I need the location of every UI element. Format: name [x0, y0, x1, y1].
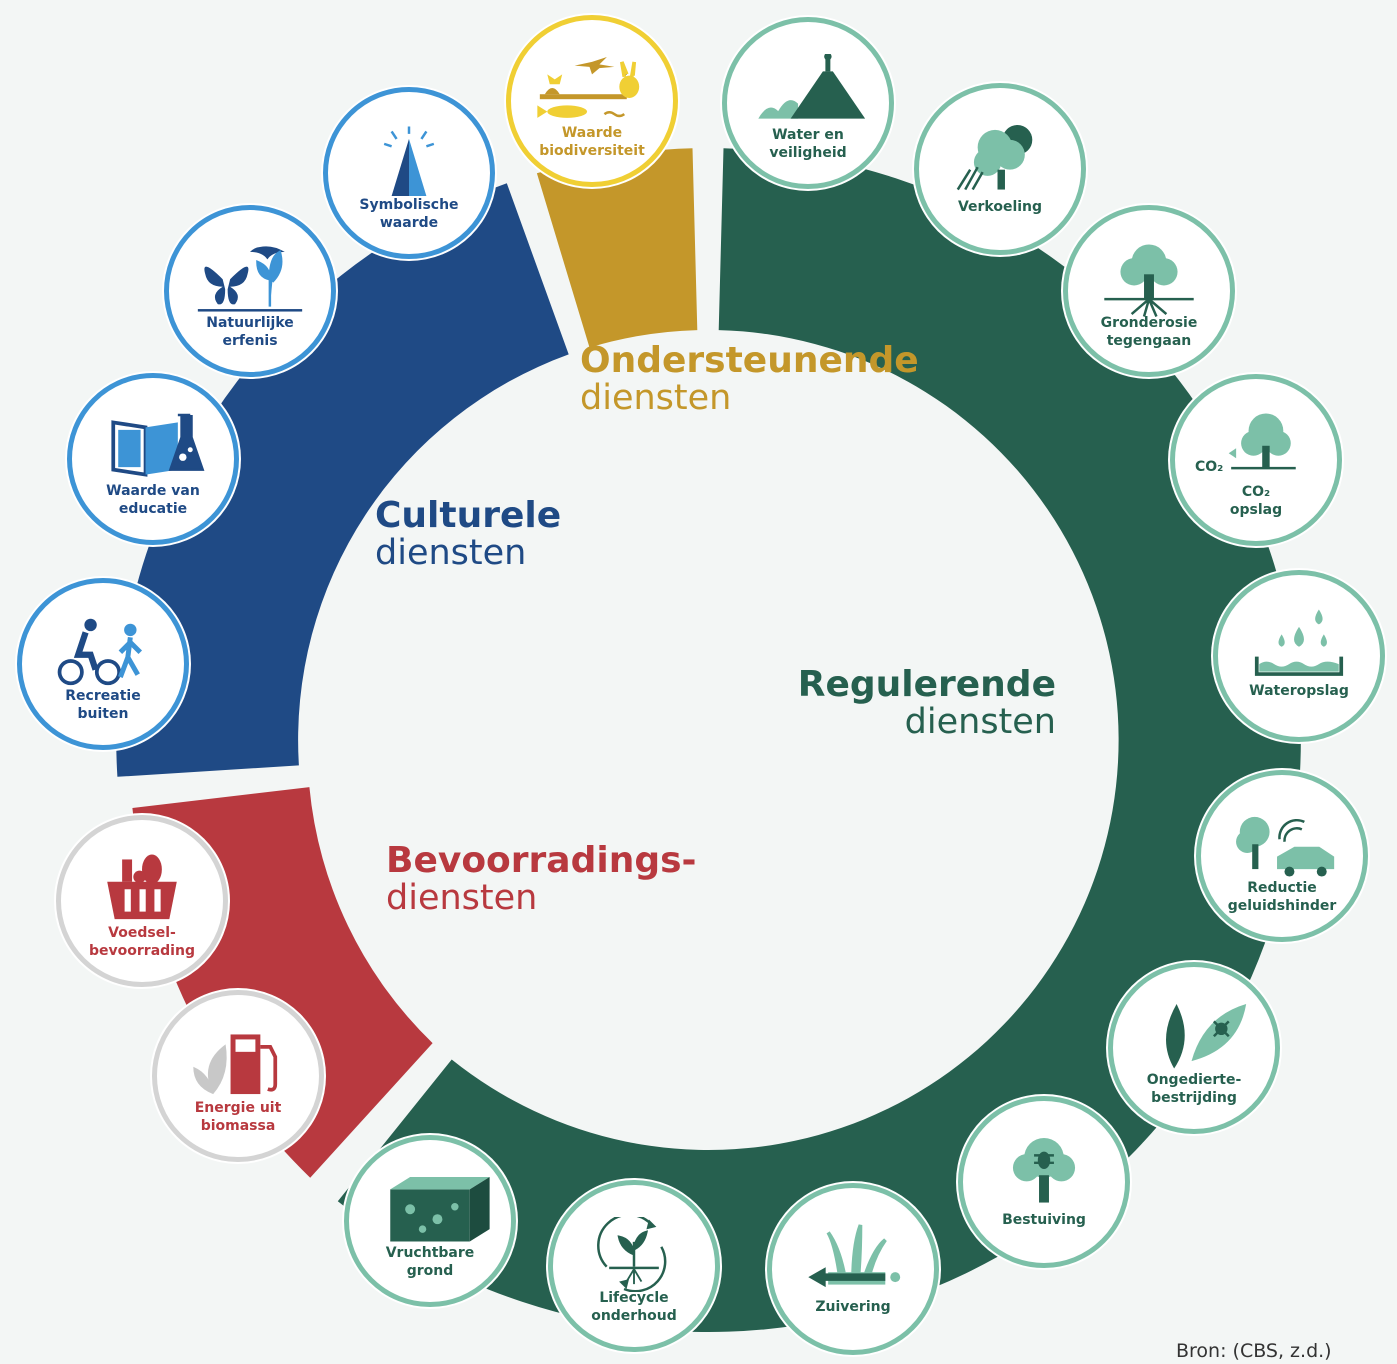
tree-bee-icon — [963, 1133, 1125, 1208]
service-waarde-van-educatie: Waarde van educatie — [67, 373, 239, 545]
food-basket-icon — [61, 852, 223, 927]
service-verkoeling: Verkoeling — [914, 83, 1086, 255]
plant-cycle-icon — [553, 1217, 715, 1292]
co2-text: CO₂ — [1195, 459, 1224, 475]
service-waarde-biodiversiteit: Waarde biodiversiteit — [506, 15, 678, 187]
category-label-regulating: Regulerende diensten — [797, 664, 1056, 742]
service-water-en-veiligheid: Water en veiligheid — [722, 17, 894, 189]
light-beacon-icon — [328, 124, 490, 199]
cyclist-walker-icon — [22, 615, 184, 690]
ring-segment-supporting — [536, 148, 698, 348]
tree-roots-icon — [1068, 242, 1230, 317]
leaf-bug-icon — [1113, 999, 1275, 1074]
wildlife-icon — [511, 52, 673, 127]
ring-segment-regulating — [337, 148, 1301, 1333]
fuel-pump-leaf-icon — [157, 1027, 319, 1102]
service-co2-opslag: CO₂ CO₂ opslag — [1170, 374, 1342, 546]
dike-icon — [727, 54, 889, 129]
service-reductie-geluidshinder: Reductie geluidshinder — [1196, 770, 1368, 942]
co2-tree-icon — [1175, 411, 1337, 486]
service-lifecycle-onderhoud: Lifecycle onderhoud — [548, 1180, 720, 1352]
service-ongedierte-bestrijding: Ongedierte- bestrijding — [1108, 962, 1280, 1134]
service-recreatie-buiten: Recreatie buiten — [17, 578, 189, 750]
reed-filter-icon — [772, 1220, 934, 1295]
tree-car-icon — [1201, 807, 1363, 882]
book-flask-icon — [72, 410, 234, 485]
service-energie-uit-biomassa: Energie uit biomassa — [152, 990, 324, 1162]
service-bestuiving: Bestuiving — [958, 1096, 1130, 1268]
service-vruchtbare-grond: Vruchtbare grond — [344, 1135, 516, 1307]
category-label-cultural: Culturele diensten — [375, 495, 562, 573]
service-voedsel-bevoorrading: Voedsel- bevoorrading — [56, 815, 228, 987]
category-label-provisioning: Bevoorradings- diensten — [386, 840, 697, 918]
category-label-supporting: Ondersteunende diensten — [580, 340, 919, 418]
water-drops-icon — [1218, 607, 1380, 682]
butterfly-bird-icon — [169, 242, 331, 317]
service-symbolische-waarde: Symbolische waarde — [323, 87, 495, 259]
source-caption: Bron: (CBS, z.d.) — [1176, 1340, 1332, 1362]
service-gronderosie-tegengaan: Gronderosie tegengaan — [1063, 205, 1235, 377]
ring-segment-cultural — [116, 183, 569, 777]
tree-sun-icon — [919, 120, 1081, 195]
soil-layer-icon — [349, 1172, 511, 1247]
service-wateropslag: Wateropslag — [1213, 570, 1385, 742]
service-zuivering: Zuivering — [767, 1183, 939, 1355]
service-natuurlijke-erfenis: Natuurlijke erfenis — [164, 205, 336, 377]
